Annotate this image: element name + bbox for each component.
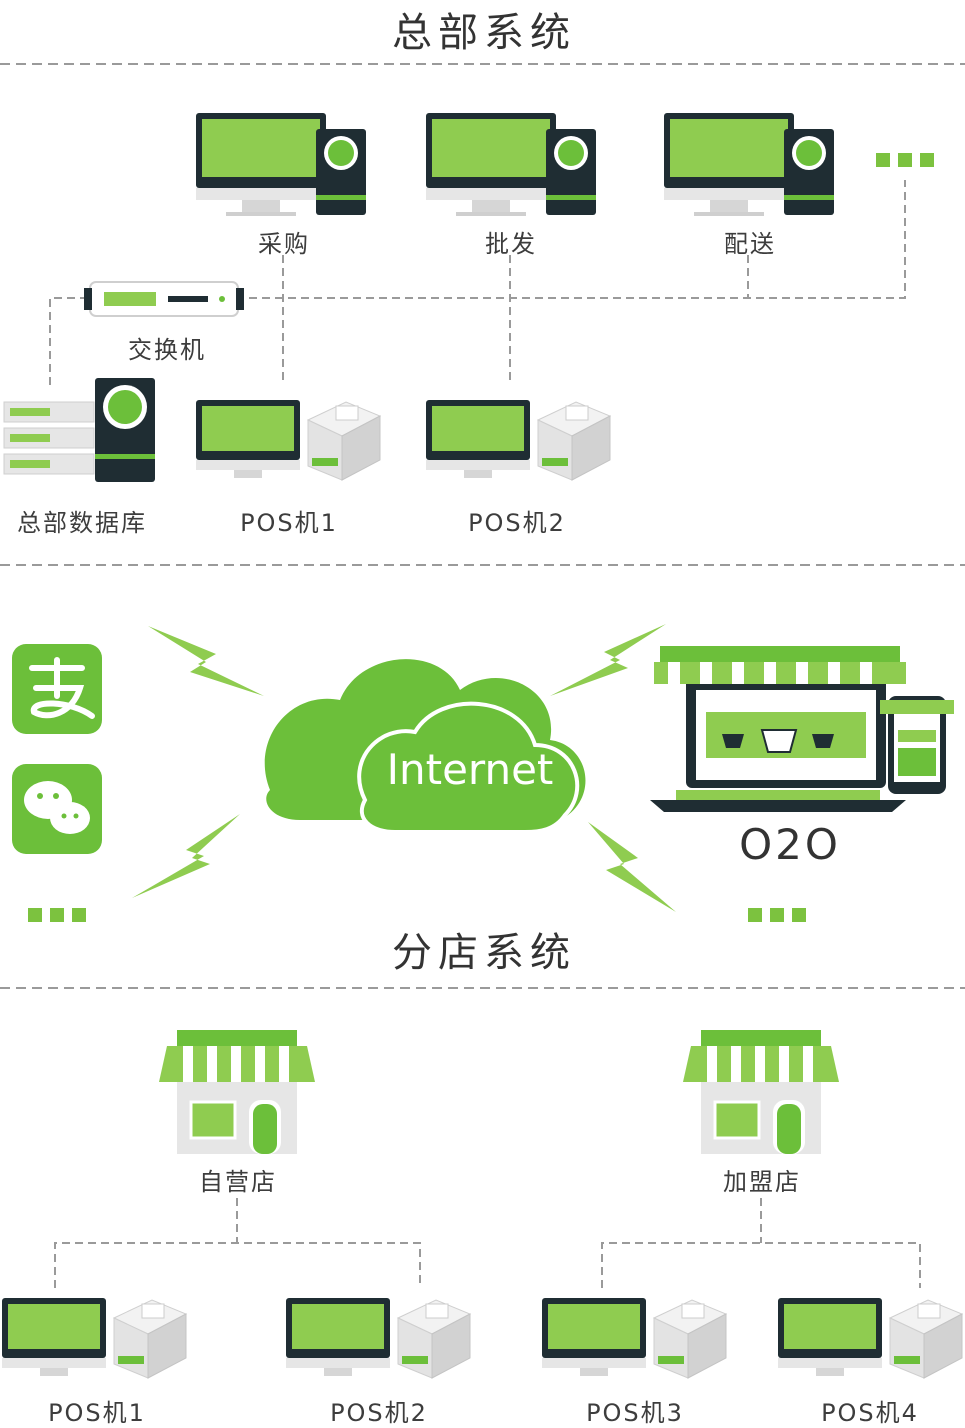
hq-pos-2	[425, 399, 611, 481]
store-label-self-owned: 自营店	[199, 1168, 277, 1196]
branch-pos-4	[777, 1297, 963, 1379]
wholesale-computer	[426, 113, 596, 216]
o2o-laptop	[650, 646, 906, 812]
database-server	[3, 378, 155, 482]
internet-cloud	[264, 659, 586, 834]
branch-pos-3-label: POS机3	[586, 1399, 684, 1427]
database-label: 总部数据库	[17, 509, 147, 537]
branch-pos-1	[1, 1297, 187, 1379]
more-indicator-o2o	[748, 908, 806, 922]
alipay-icon	[12, 644, 102, 734]
branch-pos-4-label: POS机4	[821, 1399, 919, 1427]
distribution-computer	[664, 113, 834, 216]
switch-label: 交换机	[128, 336, 206, 364]
hq-pos-2-label: POS机2	[468, 509, 566, 537]
hq-title: 总部系统	[392, 10, 576, 56]
hq-pos-1	[195, 399, 381, 481]
branch-pos-1-label: POS机1	[48, 1399, 146, 1427]
purchase-computer	[196, 113, 366, 216]
branch-pos-2-label: POS机2	[330, 1399, 428, 1427]
o2o-label: O2O	[739, 820, 841, 869]
lightning-bolts	[132, 624, 676, 912]
internet-label: Internet	[386, 745, 554, 794]
o2o-phone	[880, 696, 954, 794]
dept-label-wholesale: 批发	[485, 230, 537, 258]
more-indicator-payments	[28, 908, 86, 922]
store-label-franchise: 加盟店	[723, 1168, 801, 1196]
more-indicator-hq	[876, 153, 934, 167]
dept-label-purchase: 采购	[258, 230, 310, 258]
branch-pos-2	[285, 1297, 471, 1379]
hq-network-lines	[49, 180, 906, 385]
hq-pos-1-label: POS机1	[240, 509, 338, 537]
wechat-icon	[12, 764, 102, 854]
dept-label-distribution: 配送	[724, 230, 776, 258]
self-owned-store-icon	[157, 1028, 317, 1156]
branch-pos-3	[541, 1297, 727, 1379]
branch-title: 分店系统	[392, 930, 576, 976]
switch-device	[84, 281, 244, 317]
branch-network-lines	[54, 1198, 921, 1288]
franchise-store-icon	[681, 1028, 841, 1156]
